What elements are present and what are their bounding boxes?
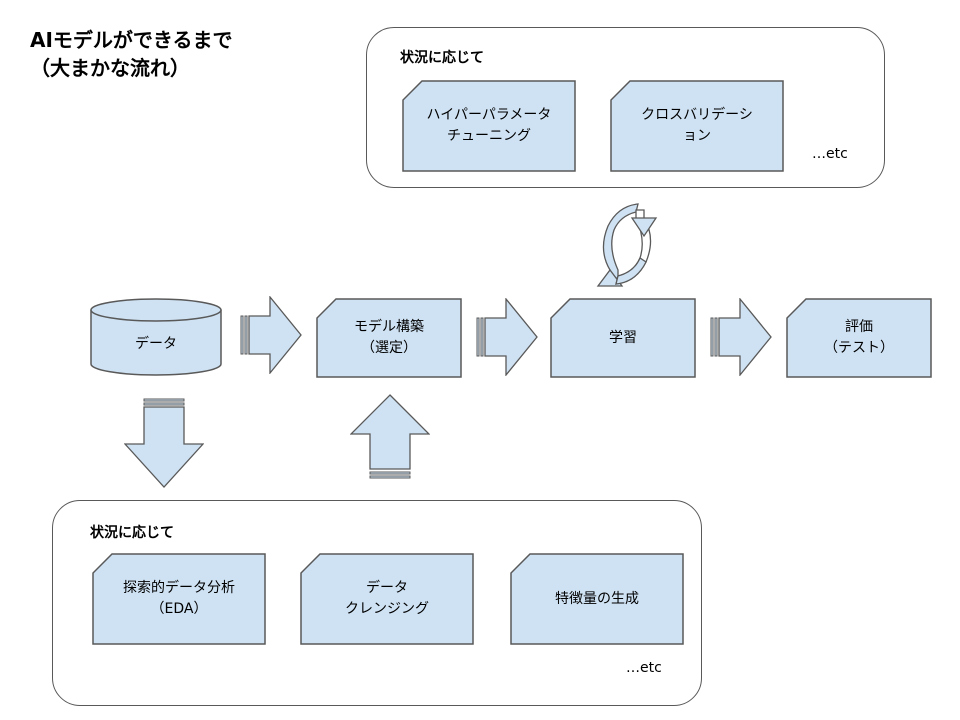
eda-card: 探索的データ分析 （EDA） [92, 553, 266, 645]
title-line-1: AIモデルができるまで [30, 28, 233, 52]
model-building-card: モデル構築 （選定） [316, 298, 462, 378]
card-shape [786, 298, 932, 378]
card-line-1: 評価 [845, 319, 873, 335]
feature-generation-card: 特徴量の生成 [510, 553, 684, 645]
card-line-2: （選定） [361, 340, 417, 356]
cylinder-shape [90, 298, 222, 376]
right-arrow-icon [710, 298, 772, 376]
evaluation-card: 評価 （テスト） [786, 298, 932, 378]
page-title: AIモデルができるまで （大まかな流れ） [30, 26, 233, 82]
cycle-arrows-icon [590, 196, 664, 292]
learning-card: 学習 [550, 298, 696, 378]
card-shape [550, 298, 696, 378]
data-label: データ [135, 335, 177, 352]
card-line-1: 特徴量の生成 [555, 590, 639, 607]
right-arrow-icon [240, 296, 302, 374]
bottom-etc-label: …etc [626, 660, 662, 676]
data-cylinder: データ [90, 298, 222, 378]
hyperparameter-tuning-card: ハイパーパラメータ チューニング [402, 80, 576, 172]
card-line-2: （EDA） [150, 601, 208, 617]
card-line-1: クロスバリデーシ [641, 107, 753, 123]
top-etc-label: …etc [812, 146, 848, 162]
right-arrow-icon [476, 298, 538, 376]
up-arrow-icon [350, 394, 430, 484]
card-line-1: モデル構築 [354, 319, 424, 335]
card-shape [402, 80, 576, 172]
card-shape [510, 553, 684, 645]
top-group-label: 状況に応じて [400, 50, 484, 66]
learning-label: 学習 [609, 329, 637, 346]
title-line-2: （大まかな流れ） [30, 56, 190, 80]
card-line-1: データ [366, 580, 408, 596]
card-line-2: チューニング [447, 128, 531, 144]
card-line-1: 探索的データ分析 [123, 580, 235, 596]
card-shape [92, 553, 266, 645]
bottom-group-label: 状況に応じて [90, 525, 174, 541]
card-shape [316, 298, 462, 378]
cross-validation-card: クロスバリデーシ ョン [610, 80, 784, 172]
card-line-2: クレンジング [345, 601, 429, 617]
card-shape [300, 553, 474, 645]
down-arrow-icon [124, 398, 204, 488]
card-line-1: ハイパーパラメータ [426, 107, 552, 123]
card-shape [610, 80, 784, 172]
data-cleansing-card: データ クレンジング [300, 553, 474, 645]
card-line-2: （テスト） [824, 340, 894, 356]
card-line-2: ョン [683, 128, 711, 144]
